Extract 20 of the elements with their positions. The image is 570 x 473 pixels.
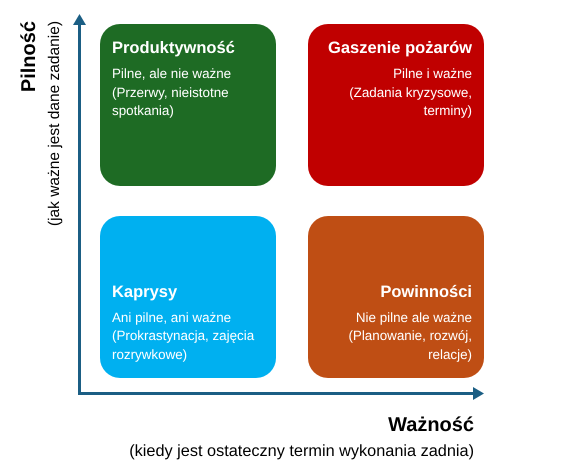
- quadrant-card: [308, 216, 484, 378]
- quadrant-examples: (Prokrastynacja, zajęcia rozrywkowe): [112, 327, 256, 364]
- quadrant-examples: (Planowanie, rozwój, relacje): [347, 327, 472, 364]
- axis-title: Ważność: [388, 413, 474, 438]
- axis-subtitle: (kiedy jest ostateczny termin wykonania zadnia): [129, 441, 474, 462]
- quadrant-description: Pilne, ale nie ważne: [112, 65, 232, 83]
- quadrant-description: Pilne i ważne: [392, 65, 472, 83]
- quadrant-card: [100, 24, 276, 186]
- axis-title: Pilność: [17, 21, 41, 92]
- quadrant-description: Nie pilne ale ważne: [354, 308, 472, 327]
- quadrant-description: Ani pilne, ani ważne: [112, 308, 232, 327]
- axis-subtitle: (jak ważne jest dane zadanie): [45, 21, 64, 226]
- quadrant-title: Kaprysy: [112, 282, 178, 302]
- quadrant-card: [308, 24, 484, 186]
- quadrant-examples: (Przerwy, nieistotne spotkania): [112, 84, 230, 120]
- quadrant-card: [100, 216, 276, 378]
- quadrant-title: Gaszenie pożarów: [327, 38, 472, 59]
- quadrant-examples: (Zadania kryzysowe, terminy): [348, 84, 472, 120]
- quadrant-title: Powinności: [379, 282, 472, 302]
- quadrant-title: Produktywność: [112, 38, 236, 59]
